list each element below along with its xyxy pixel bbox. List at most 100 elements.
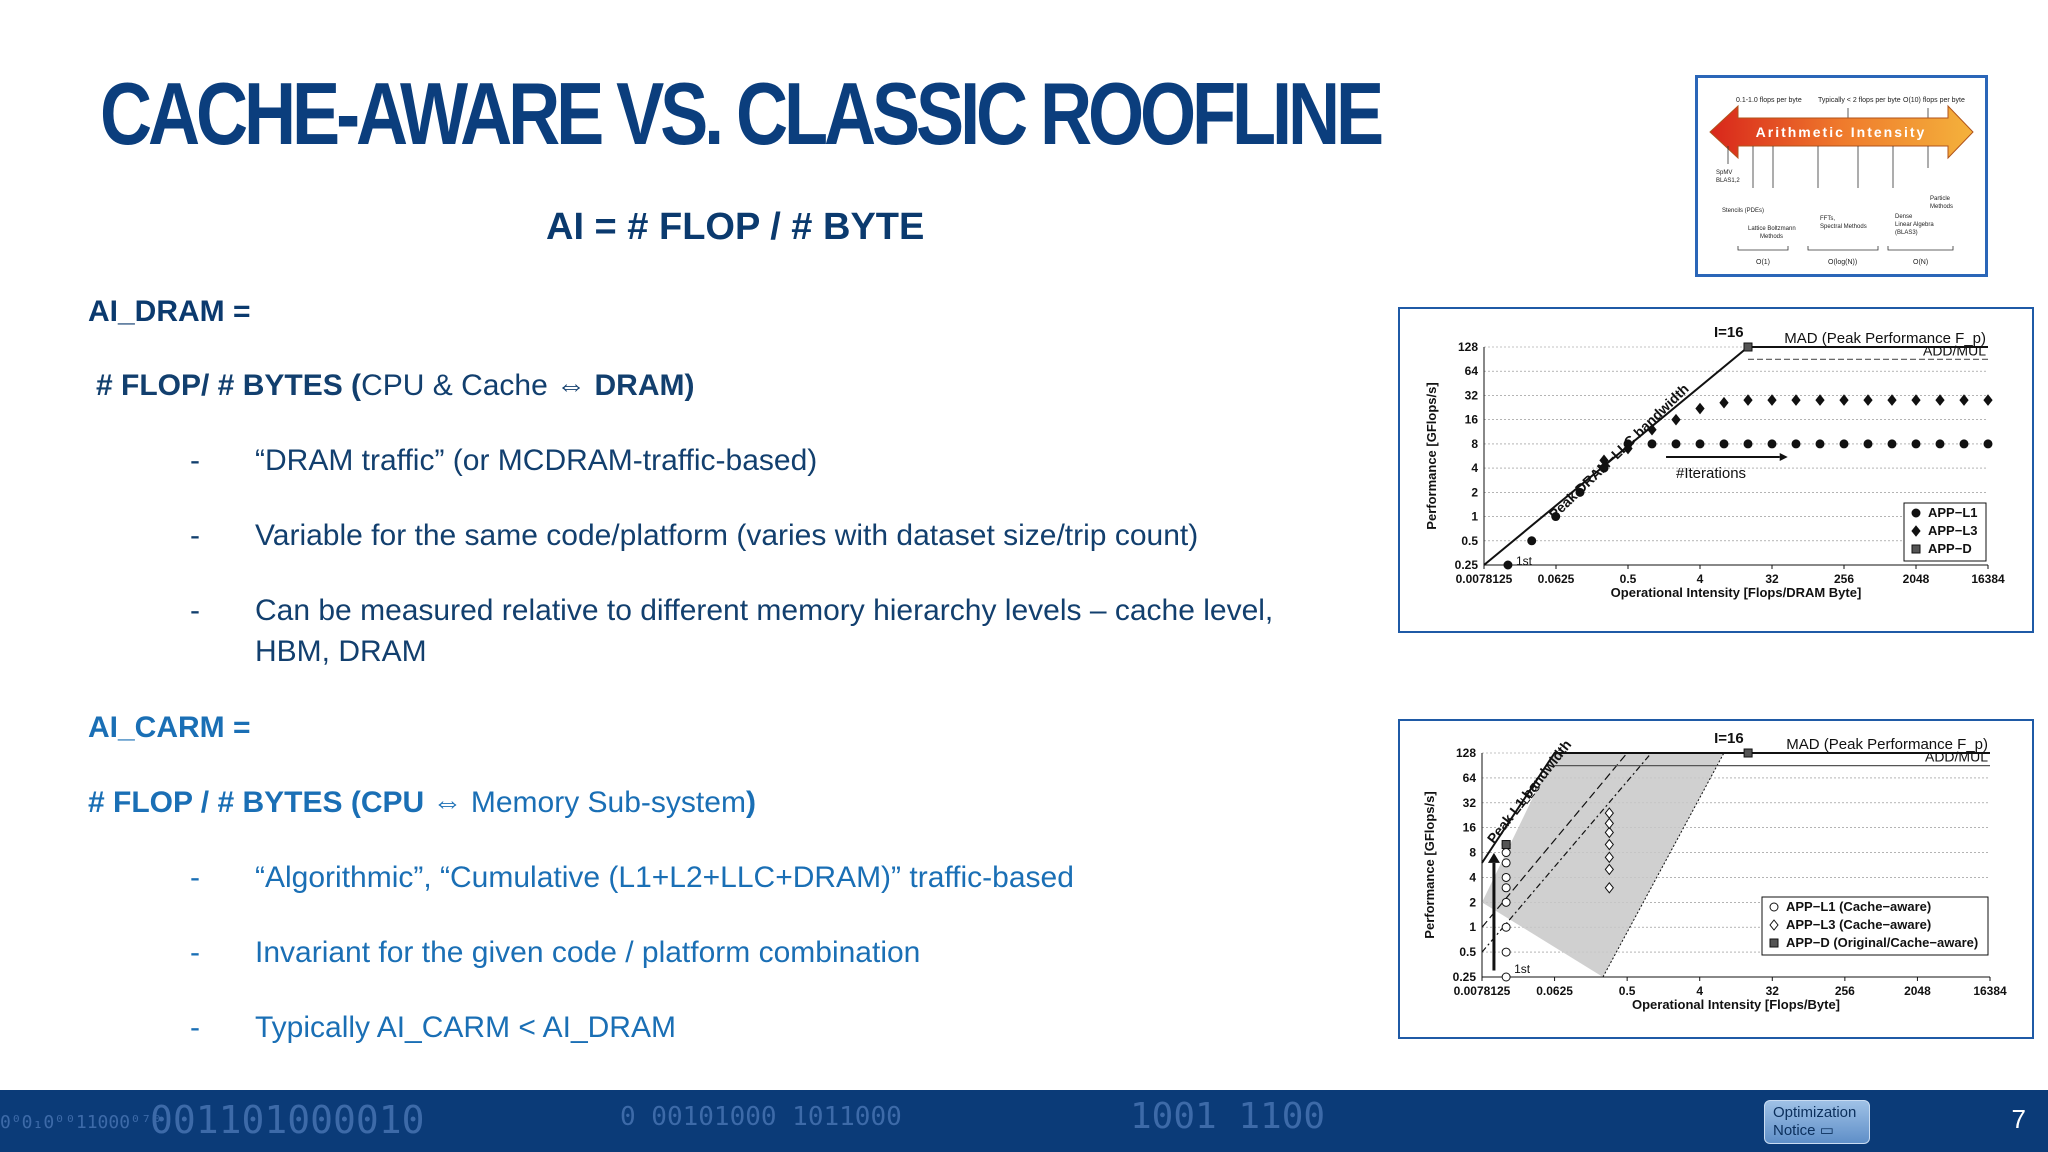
data-point-circle (1501, 848, 1511, 858)
data-point-diamond (1604, 838, 1614, 851)
legend-marker-circle (1769, 902, 1779, 912)
data-point-diamond (1839, 394, 1849, 406)
first-iteration-annotation: 1st (1516, 554, 1533, 568)
ai-carm-bullet-1: “Algorithmic”, “Cumulative (L1+L2+LLC+DR… (255, 861, 1074, 894)
data-point-diamond (1599, 454, 1609, 467)
performance-arrowhead (1487, 852, 1500, 863)
y-tick-label: 128 (1458, 340, 1478, 354)
legend-marker-circle (1911, 508, 1921, 518)
data-point-square (1501, 840, 1511, 850)
data-point-circle (1501, 922, 1511, 932)
legend-marker-diamond (1911, 525, 1921, 537)
roofline (1481, 752, 1990, 864)
data-point-diamond (1604, 881, 1614, 894)
data-point-circle (1959, 439, 1969, 449)
ai-right-label-1: Particle (1930, 196, 1951, 202)
bullet-dash: - (190, 594, 200, 627)
data-point-circle (1815, 439, 1825, 449)
x-tick-label: 0.0625 (1538, 572, 1575, 586)
data-point-circle (1863, 439, 1873, 449)
y-tick-label: 32 (1465, 388, 1479, 402)
y-tick-label: 16 (1465, 413, 1479, 427)
data-point-circle (1501, 897, 1511, 907)
book-icon: ▭ (1819, 1122, 1834, 1139)
data-point-circle (1719, 439, 1729, 449)
ai-order-3: O(N) (1913, 259, 1928, 266)
legend-label: APP−L1 (1928, 505, 1978, 520)
data-point-circle (1527, 536, 1537, 546)
arithmetic-intensity-diagram: 0.1-1.0 flops per byte Typically < 2 flo… (1709, 97, 1974, 266)
legend-marker-square (1769, 938, 1779, 948)
data-point-circle (1501, 883, 1511, 893)
data-point-diamond (1863, 394, 1873, 406)
binary-decoration: 001101000010 (150, 1098, 425, 1142)
data-point-diamond (1604, 807, 1614, 819)
ai-order-2: O(log(N)) (1828, 259, 1857, 266)
data-point-circle (1551, 512, 1561, 522)
data-point-circle (1671, 439, 1681, 449)
data-point-diamond (1671, 413, 1681, 426)
dram-bandwidth-roof (1481, 752, 1652, 953)
legend-label: APP−L1 (Cache−aware) (1786, 899, 1931, 914)
ai-right-label-4: Linear Algebra (1895, 222, 1934, 228)
binary-decoration: 0 00101000 1011000 (620, 1102, 902, 1132)
ai-mid-label-1: FFTs, (1820, 216, 1835, 222)
y-tick-label: 8 (1471, 437, 1478, 451)
ai-left-label-1: SpMV (1716, 170, 1732, 176)
data-point-diamond (1887, 394, 1897, 406)
data-point-diamond (1604, 851, 1614, 864)
y-tick-label: 0.25 (1453, 970, 1477, 984)
iterations-annotation: #Iterations (1676, 465, 1746, 482)
intensity-annotation: I=16 (1714, 324, 1744, 341)
legend-label: APP−L3 (1928, 523, 1978, 538)
data-point-diamond (1791, 394, 1801, 406)
optimization-notice-button[interactable]: Optimization Notice ▭ (1764, 1100, 1870, 1144)
x-axis-label: Operational Intensity [Flops/DRAM Byte] (1611, 585, 1862, 600)
data-point-circle (1501, 872, 1511, 882)
data-point-diamond (1695, 402, 1705, 415)
first-iteration-annotation: 1st (1514, 962, 1531, 976)
data-point-diamond (1623, 442, 1633, 455)
y-tick-label: 16 (1463, 821, 1477, 835)
data-point-circle (1839, 439, 1849, 449)
x-axis-label: Operational Intensity [Flops/Byte] (1632, 997, 1840, 1012)
y-axis-label: Performance [GFlops/s] (1422, 791, 1437, 938)
bullet-dash: - (190, 444, 200, 477)
page-number: 7 (2011, 1104, 2026, 1134)
data-point-circle (1575, 487, 1585, 497)
data-point-diamond (1959, 394, 1969, 406)
y-tick-label: 1 (1469, 920, 1476, 934)
data-point-square (1743, 342, 1753, 352)
data-point-circle (1935, 439, 1945, 449)
x-tick-label: 0.0625 (1536, 984, 1573, 998)
data-point-circle (1501, 947, 1511, 957)
region-edge (1602, 752, 1725, 978)
y-tick-label: 2 (1469, 895, 1476, 909)
ai-top-label-3: O(10) flops per byte (1903, 97, 1965, 104)
y-tick-label: 64 (1463, 771, 1477, 785)
data-point-diamond (1815, 394, 1825, 406)
ai-double-arrow (1709, 104, 1974, 160)
ai-dram-bullet-3-cont: HBM, DRAM (255, 635, 427, 668)
ai-carm-bullet-2: Invariant for the given code / platform … (255, 936, 921, 969)
x-tick-label: 2048 (1903, 572, 1930, 586)
y-tick-label: 128 (1456, 746, 1476, 760)
binary-decoration: 1001 1100 (1130, 1096, 1326, 1137)
data-point-diamond (1743, 394, 1753, 406)
data-point-diamond (1604, 863, 1614, 876)
data-point-circle (1791, 439, 1801, 449)
arithmetic-intensity-figure: 0.1-1.0 flops per byte Typically < 2 flo… (1695, 75, 1988, 277)
data-point-circle (1501, 972, 1511, 982)
ai-dram-heading: AI_DRAM = (88, 295, 251, 328)
x-tick-label: 0.5 (1620, 572, 1637, 586)
x-tick-label: 4 (1697, 572, 1704, 586)
add-mul-annotation: ADD/MUL (1923, 342, 1986, 358)
data-point-diamond (1983, 394, 1993, 406)
iterations-arrowhead (1779, 452, 1788, 461)
ai-formula: AI = # FLOP / # BYTE (546, 206, 925, 248)
y-tick-label: 4 (1469, 870, 1476, 884)
ai-top-label-2: Typically < 2 flops per byte (1818, 97, 1901, 104)
ai-dram-definition: # FLOP/ # BYTES (CPU & Cache ⇔ DRAM) (96, 369, 695, 402)
